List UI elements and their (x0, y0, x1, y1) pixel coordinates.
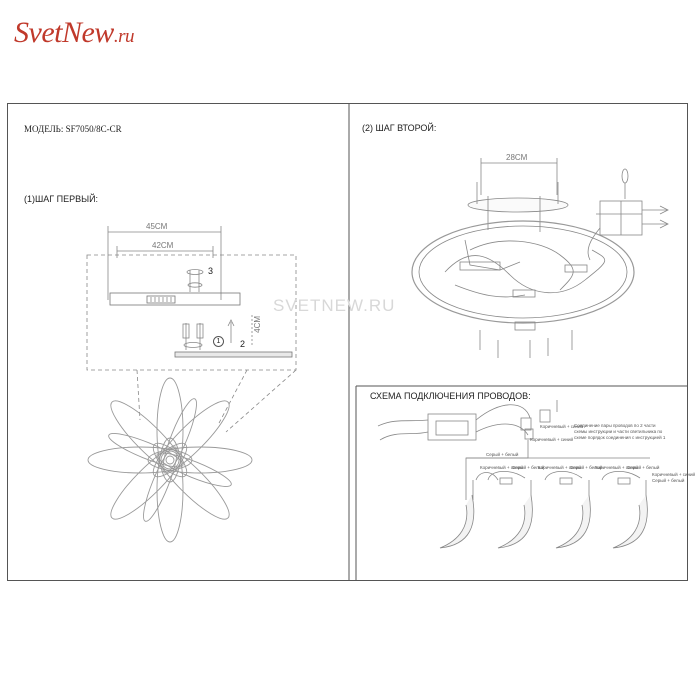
mark-2: 2 (240, 339, 246, 349)
step1-diagram (86, 226, 297, 543)
conn-label-1: Коричневый + синий (530, 437, 574, 442)
mark-1: 1 (213, 336, 224, 347)
dim-28-label: 28СМ (506, 153, 528, 162)
conn-label-0: Серый + белый (486, 452, 519, 457)
logo-main: SvetNew (14, 16, 114, 49)
logo-tld: .ru (113, 26, 135, 47)
model-label: МОДЕЛЬ: SF7050/8C-CR (24, 124, 122, 134)
bulb1-label-a: Коричневый + синий (538, 465, 582, 470)
dim-42-label: 42СМ (152, 241, 174, 250)
bulb0-label-b: Серый + белый (512, 465, 545, 470)
detail-frame (86, 254, 297, 371)
wiring-frame (355, 385, 688, 581)
instruction-sheet (7, 103, 688, 581)
mark-3: 3 (208, 266, 214, 276)
wiring-note-2: схемы инструкции и части светильника по (574, 429, 663, 434)
wiring-note-3: схеме порядок соединения с инструкцией 1 (574, 435, 666, 440)
step1-title: (1)ШАГ ПЕРВЫЙ: (24, 194, 99, 204)
bulb3-label-a: Коричневый + синий (652, 472, 696, 477)
bulb0-label-a: Коричневый + синий (480, 465, 524, 470)
sheet-lines (7, 103, 688, 581)
conn-label-2: Коричневый + синий (540, 424, 584, 429)
dim-height-label: 4СМ (253, 316, 262, 333)
watermark: SVETNEW.RU (273, 296, 396, 315)
step2-title: (2) ШАГ ВТОРОЙ: (362, 123, 437, 133)
bulb3-label-b: Серый + белый (652, 478, 685, 483)
wiring-title: СХЕМА ПОДКЛЮЧЕНИЯ ПРОВОДОВ: (370, 391, 531, 401)
site-logo[interactable]: SvetNew.ru (14, 16, 134, 50)
bulb1-label-b: Серый + белый (570, 465, 603, 470)
flower-lamp (87, 377, 253, 543)
bulb2-label-b: Серый + белый (627, 465, 660, 470)
wiring-diagram (377, 400, 650, 549)
step2-diagram (411, 158, 669, 358)
bulb2-label-a: Коричневый + синий (595, 465, 639, 470)
dim-45-label: 45СМ (146, 222, 168, 231)
wiring-note-1: Соединение пары проводов по 2 части (574, 423, 656, 428)
